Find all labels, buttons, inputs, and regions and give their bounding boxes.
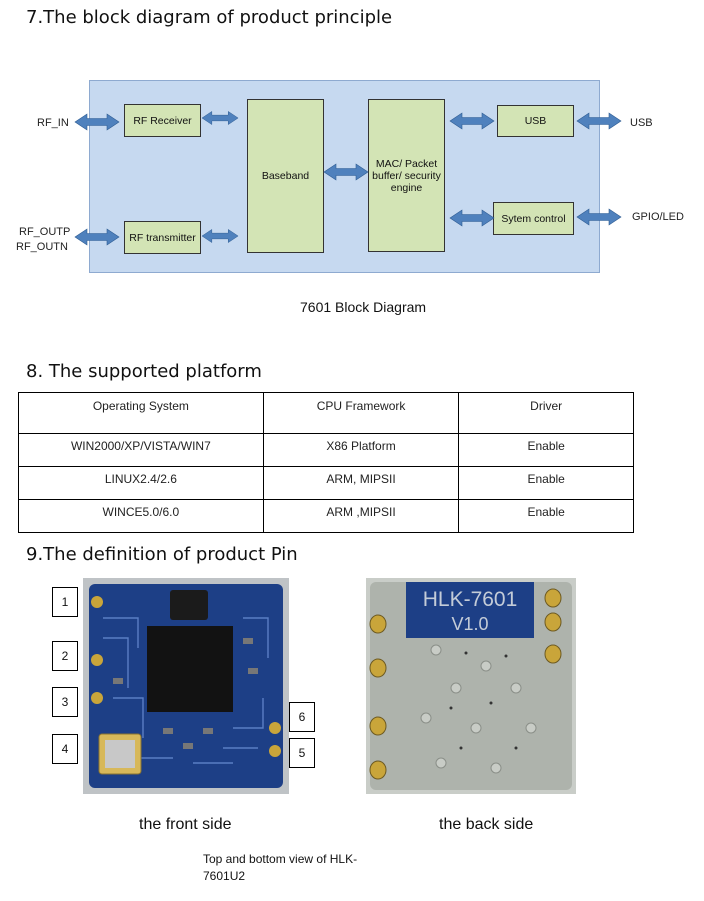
- front-caption: the front side: [139, 816, 232, 833]
- pin-6-label: 6: [289, 702, 315, 732]
- rf-receiver-block: RF Receiver: [124, 104, 201, 137]
- baseband-block: Baseband: [247, 99, 324, 253]
- section-8-heading: 8. The supported platform: [26, 361, 262, 382]
- usb-block: USB: [497, 105, 574, 137]
- pin-2-label: 2: [52, 641, 78, 671]
- pin-5-label: 5: [289, 738, 315, 768]
- section-9-heading: 9.The definition of product Pin: [26, 544, 298, 565]
- arrow-receiver-baseband: [201, 111, 239, 125]
- back-side-photo: HLK-7601 V1.0: [366, 578, 576, 794]
- mac-block: MAC/ Packet buffer/ security engine: [368, 99, 445, 252]
- diagram-arrows: [74, 111, 622, 246]
- arrow-mac-usb: [449, 112, 495, 130]
- arrow-baseband-mac: [323, 163, 369, 181]
- back-marking-model: HLK-7601: [423, 588, 518, 611]
- header-cpu: CPU Framework: [262, 392, 460, 434]
- cell-os: WINCE5.0/6.0: [18, 499, 264, 533]
- usb-external-label: USB: [630, 117, 653, 129]
- header-os: Operating System: [18, 392, 264, 434]
- table-header-row: Operating System CPU Framework Driver: [18, 392, 634, 434]
- back-caption: the back side: [439, 816, 534, 833]
- arrow-gpio-external: [576, 208, 622, 226]
- view-note: Top and bottom view of HLK-7601U2: [203, 852, 358, 883]
- gpio-led-label: GPIO/LED: [632, 211, 684, 223]
- cell-cpu: ARM ,MIPSII: [262, 499, 460, 533]
- front-side-photo: [83, 578, 289, 794]
- system-control-block: Sytem control: [493, 202, 574, 235]
- pin-4-label: 4: [52, 734, 78, 764]
- back-marking-version: V1.0: [451, 614, 488, 634]
- block-diagram: RF Receiver RF transmitter Baseband MAC/…: [89, 80, 600, 273]
- pin-3-label: 3: [52, 687, 78, 717]
- arrow-usb-external: [576, 112, 622, 130]
- rf-transmitter-block: RF transmitter: [124, 221, 201, 254]
- cell-driver: Enable: [458, 499, 634, 533]
- cell-driver: Enable: [458, 466, 634, 500]
- cell-cpu: ARM, MIPSII: [262, 466, 460, 500]
- rf-outp-label: RF_OUTP: [19, 226, 71, 238]
- table-row: LINUX2.4/2.6 ARM, MIPSII Enable: [18, 466, 634, 500]
- cell-os: LINUX2.4/2.6: [18, 466, 264, 500]
- arrow-mac-syscontrol: [449, 209, 495, 227]
- cell-driver: Enable: [458, 433, 634, 467]
- diagram-caption: 7601 Block Diagram: [300, 299, 427, 315]
- cell-cpu: X86 Platform: [262, 433, 460, 467]
- cell-os: WIN2000/XP/VISTA/WIN7: [18, 433, 264, 467]
- section-7-heading: 7.The block diagram of product principle: [26, 7, 393, 28]
- arrow-transmitter-baseband: [201, 229, 239, 243]
- rf-outn-label: RF_OUTN: [16, 241, 68, 253]
- rf-in-label: RF_IN: [37, 117, 69, 129]
- header-driver: Driver: [458, 392, 634, 434]
- table-row: WIN2000/XP/VISTA/WIN7 X86 Platform Enabl…: [18, 433, 634, 467]
- pin-1-label: 1: [52, 587, 78, 617]
- arrow-rf-in: [74, 113, 120, 131]
- arrow-rf-out: [74, 228, 120, 246]
- table-row: WINCE5.0/6.0 ARM ,MIPSII Enable: [18, 499, 634, 533]
- platform-table: Operating System CPU Framework Driver WI…: [18, 392, 634, 533]
